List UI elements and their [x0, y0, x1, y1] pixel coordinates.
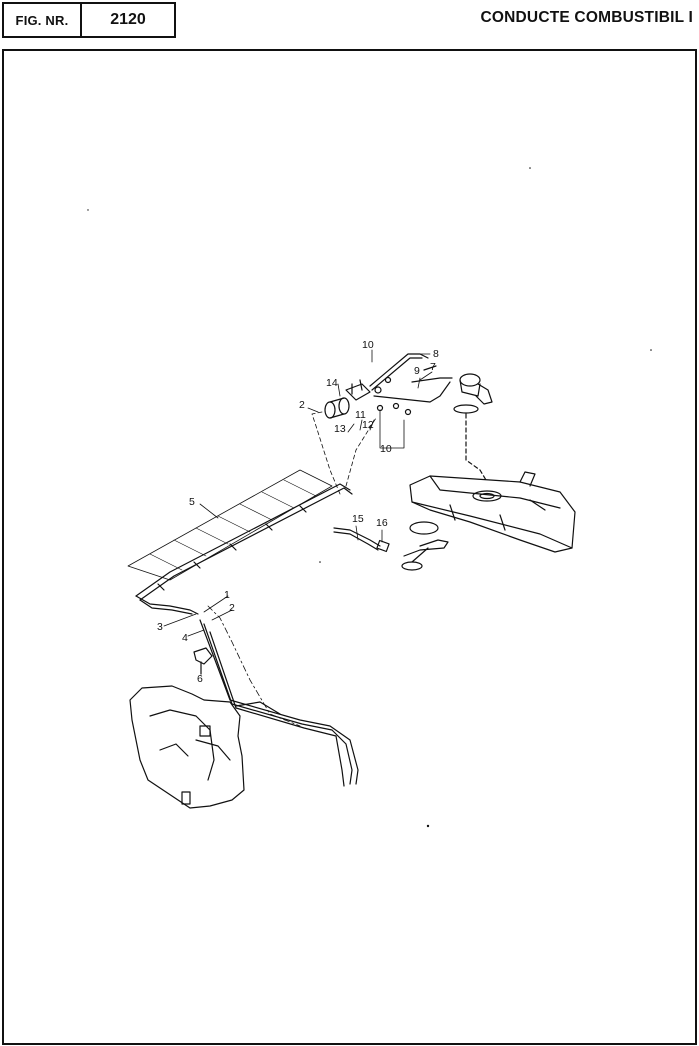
scan-specks [87, 167, 652, 828]
callout-2-filter: 2 [299, 399, 305, 411]
callout-10-bottom: 10 [380, 443, 392, 455]
fig-number-text: 2120 [110, 11, 146, 28]
fig-number: 2120 [80, 2, 176, 38]
callout-13: 13 [334, 423, 346, 435]
engine-fuel-lines [135, 595, 359, 787]
fig-label-text: FIG. NR. [15, 12, 69, 28]
callout-3: 3 [157, 621, 163, 633]
fig-label: FIG. NR. [2, 2, 82, 38]
leader-lines [163, 349, 433, 637]
callout-2: 2 [229, 602, 235, 614]
callout-labels: 1 2 3 4 5 6 7 8 9 10 10 11 12 13 14 15 1… [157, 339, 439, 685]
callout-4: 4 [182, 632, 188, 644]
callout-10-top: 10 [362, 339, 374, 351]
fuel-line-return [369, 353, 453, 403]
tank-outlet [401, 521, 449, 571]
callout-6: 6 [197, 673, 203, 685]
callout-7: 7 [430, 361, 436, 373]
main-fuel-line [127, 469, 353, 601]
clamp-6 [193, 647, 213, 675]
callout-5: 5 [189, 496, 195, 508]
callout-16: 16 [376, 517, 388, 529]
fuel-hose-15 [333, 527, 390, 553]
fuel-filter [324, 376, 412, 419]
callout-14: 14 [326, 377, 338, 389]
callout-9: 9 [414, 365, 420, 377]
callout-15: 15 [352, 513, 364, 525]
callout-1: 1 [224, 589, 230, 601]
callout-8: 8 [433, 348, 439, 360]
fuel-tank [409, 471, 576, 553]
fuel-pump-assembly [453, 373, 493, 481]
page-title: CONDUCTE COMBUSTIBIL I [480, 9, 693, 26]
diagram-frame [2, 49, 697, 1045]
engine-block [129, 685, 245, 809]
callout-12: 12 [362, 419, 374, 431]
callout-11: 11 [355, 409, 366, 421]
